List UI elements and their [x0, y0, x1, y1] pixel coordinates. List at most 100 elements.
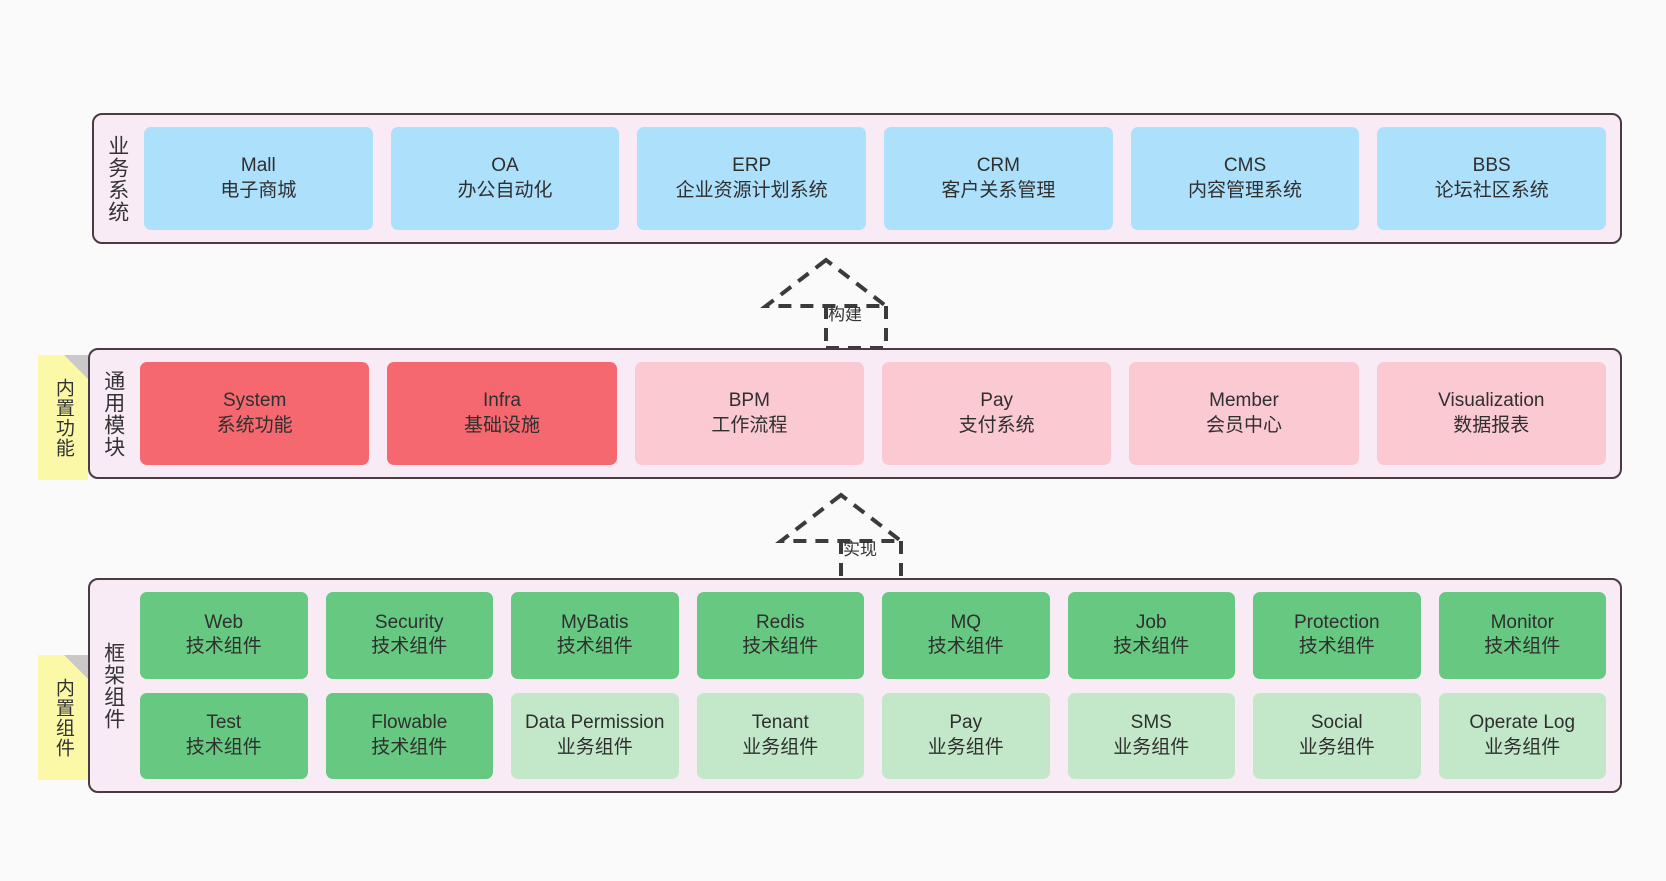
- module-name: Social: [1310, 712, 1363, 734]
- note-fold-corner-icon: [64, 355, 88, 379]
- module-name: Flowable: [371, 712, 448, 734]
- module-name: Tenant: [751, 712, 809, 734]
- module-subtitle: 技术组件: [185, 636, 262, 658]
- module-box-pay[interactable]: Pay 支付系统: [881, 362, 1112, 465]
- module-subtitle: 业务组件: [742, 736, 819, 758]
- box-row: System 系统功能 Infra 基础设施 BPM 工作流程 Pay 支付系统…: [140, 362, 1606, 465]
- module-box-bpm[interactable]: BPM 工作流程: [634, 362, 864, 465]
- module-name: Member: [1209, 390, 1279, 412]
- module-subtitle: 论坛社区系统: [1434, 179, 1549, 201]
- connector-implement: 实现: [775, 492, 945, 585]
- module-box-protection[interactable]: Protection 技术组件: [1253, 592, 1421, 679]
- layer-title-common-module: 通用模块: [101, 369, 125, 458]
- module-subtitle: 基础设施: [463, 414, 540, 436]
- module-box-mybatis[interactable]: MyBatis 技术组件: [511, 592, 679, 679]
- module-name: CRM: [976, 155, 1020, 177]
- module-subtitle: 支付系统: [958, 414, 1035, 436]
- module-box-member[interactable]: Member 会员中心: [1129, 362, 1359, 465]
- connector-build: 构建: [760, 257, 930, 350]
- layer-boxes-business-system: Mall 电子商城 OA 办公自动化 ERP 企业资源计划系统 CRM 客户关系…: [140, 115, 1620, 242]
- layer-title-business-system: 业务系统: [105, 134, 129, 223]
- layer-business-system: 业务系统 Mall 电子商城 OA 办公自动化 ERP 企业资源计划系统 CRM…: [92, 113, 1622, 244]
- module-box-flowable[interactable]: Flowable 技术组件: [325, 692, 493, 779]
- module-subtitle: 技术组件: [371, 736, 448, 758]
- module-name: Visualization: [1438, 390, 1545, 412]
- module-name: Job: [1135, 611, 1167, 633]
- module-subtitle: 系统功能: [216, 414, 293, 436]
- module-box-bbs[interactable]: BBS 论坛社区系统: [1377, 127, 1607, 230]
- module-box-erp[interactable]: ERP 企业资源计划系统: [637, 127, 867, 230]
- sticky-note-label: 内置组件: [52, 677, 74, 758]
- module-box-monitor[interactable]: Monitor 技术组件: [1438, 592, 1606, 679]
- module-box-job[interactable]: Job 技术组件: [1067, 592, 1235, 679]
- module-name: Operate Log: [1469, 712, 1576, 734]
- box-row: Test 技术组件 Flowable 技术组件 Data Permission …: [140, 692, 1606, 779]
- module-name: Test: [206, 712, 242, 734]
- module-subtitle: 办公自动化: [457, 179, 553, 201]
- module-box-redis[interactable]: Redis 技术组件: [696, 592, 864, 679]
- module-subtitle: 技术组件: [742, 636, 819, 658]
- module-subtitle: 业务组件: [1484, 736, 1561, 758]
- module-subtitle: 技术组件: [185, 736, 262, 758]
- module-name: Redis: [755, 611, 805, 633]
- module-name: Mall: [240, 155, 276, 177]
- module-box-security[interactable]: Security 技术组件: [325, 592, 493, 679]
- module-box-operate-log[interactable]: Operate Log 业务组件: [1438, 692, 1606, 779]
- module-box-data-permission[interactable]: Data Permission 业务组件: [511, 692, 679, 779]
- module-box-pay-business[interactable]: Pay 业务组件: [882, 692, 1050, 779]
- module-subtitle: 内容管理系统: [1188, 179, 1303, 201]
- module-name: ERP: [732, 155, 772, 177]
- module-subtitle: 技术组件: [1298, 636, 1375, 658]
- module-subtitle: 客户关系管理: [941, 179, 1056, 201]
- module-subtitle: 业务组件: [927, 736, 1004, 758]
- module-box-mq[interactable]: MQ 技术组件: [882, 592, 1050, 679]
- module-box-test[interactable]: Test 技术组件: [140, 692, 308, 779]
- module-subtitle: 技术组件: [1113, 636, 1190, 658]
- module-name: MyBatis: [560, 611, 629, 633]
- layer-boxes-common-module: System 系统功能 Infra 基础设施 BPM 工作流程 Pay 支付系统…: [136, 350, 1620, 477]
- module-subtitle: 企业资源计划系统: [675, 179, 828, 201]
- module-subtitle: 会员中心: [1205, 414, 1282, 436]
- layer-common-module: 通用模块 System 系统功能 Infra 基础设施 BPM 工作流程 Pay…: [88, 348, 1622, 479]
- module-box-cms[interactable]: CMS 内容管理系统: [1130, 127, 1360, 230]
- layer-title-framework-component: 框架组件: [101, 641, 125, 730]
- module-name: Pay: [980, 390, 1014, 412]
- module-box-crm[interactable]: CRM 客户关系管理: [884, 127, 1113, 230]
- box-row: Web 技术组件 Security 技术组件 MyBatis 技术组件 Redi…: [140, 592, 1606, 679]
- module-name: BBS: [1472, 155, 1511, 177]
- module-name: Security: [374, 611, 444, 633]
- module-name: Web: [204, 611, 244, 633]
- module-name: SMS: [1130, 712, 1172, 734]
- module-box-mall[interactable]: Mall 电子商城: [144, 127, 373, 230]
- sticky-note-label: 内置功能: [52, 377, 74, 458]
- module-box-infra[interactable]: Infra 基础设施: [387, 362, 617, 465]
- module-box-social[interactable]: Social 业务组件: [1253, 692, 1421, 779]
- module-name: Protection: [1293, 611, 1380, 633]
- module-box-system[interactable]: System 系统功能: [140, 362, 370, 465]
- module-box-tenant[interactable]: Tenant 业务组件: [696, 692, 864, 779]
- module-box-web[interactable]: Web 技术组件: [140, 592, 308, 679]
- module-name: Data Permission: [525, 712, 665, 734]
- module-name: MQ: [950, 611, 982, 633]
- module-box-visualization[interactable]: Visualization 数据报表: [1376, 362, 1606, 465]
- module-name: Infra: [482, 390, 521, 412]
- module-name: Pay: [949, 712, 983, 734]
- box-row: Mall 电子商城 OA 办公自动化 ERP 企业资源计划系统 CRM 客户关系…: [144, 127, 1607, 230]
- module-name: OA: [491, 155, 519, 177]
- module-name: System: [222, 390, 287, 412]
- module-subtitle: 数据报表: [1453, 414, 1530, 436]
- connector-implement-label: 实现: [843, 540, 877, 559]
- module-box-sms[interactable]: SMS 业务组件: [1067, 692, 1235, 779]
- module-name: Monitor: [1490, 611, 1554, 633]
- module-name: BPM: [728, 390, 770, 412]
- module-subtitle: 技术组件: [927, 636, 1004, 658]
- layer-boxes-framework-component: Web 技术组件 Security 技术组件 MyBatis 技术组件 Redi…: [136, 580, 1620, 791]
- sticky-note-builtin-features: 内置功能: [38, 355, 88, 480]
- module-subtitle: 技术组件: [371, 636, 448, 658]
- connector-build-label: 构建: [828, 305, 862, 324]
- module-subtitle: 工作流程: [711, 414, 788, 436]
- module-subtitle: 技术组件: [1484, 636, 1561, 658]
- module-box-oa[interactable]: OA 办公自动化: [390, 127, 620, 230]
- module-subtitle: 业务组件: [1113, 736, 1190, 758]
